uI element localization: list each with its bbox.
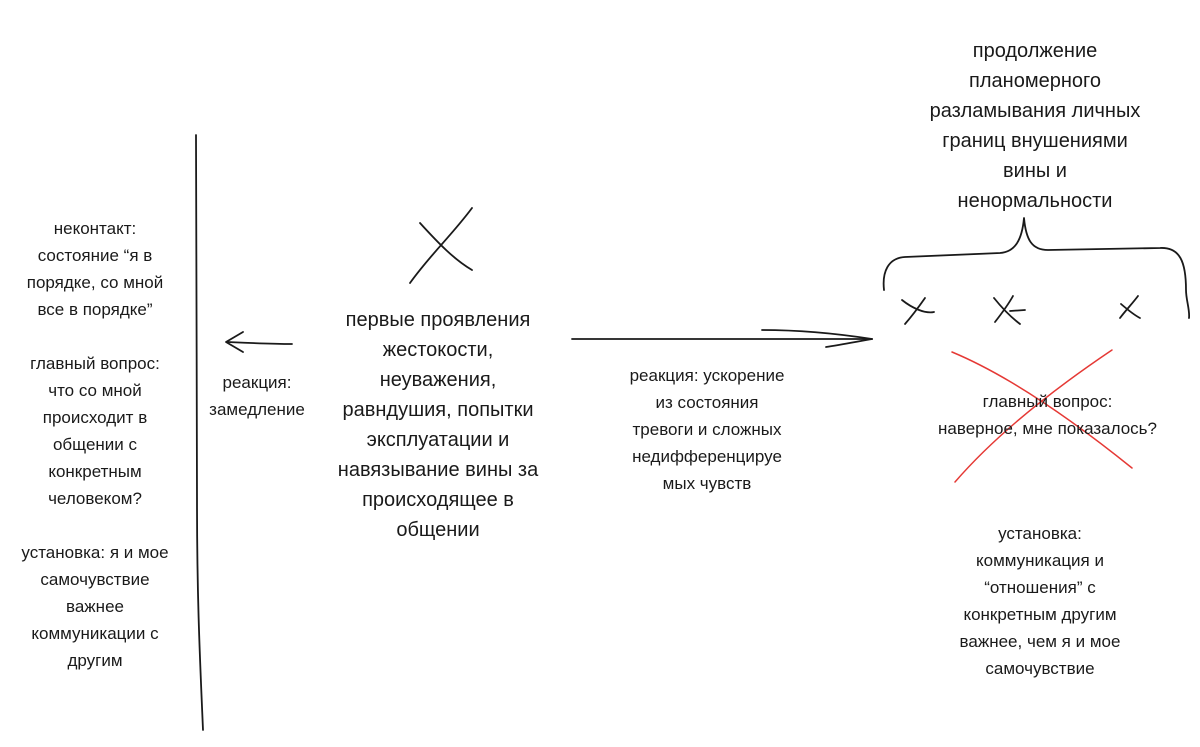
small-cross-1-b [904, 297, 926, 325]
center-cross-stroke-2 [409, 207, 473, 284]
small-cross-1-a [901, 299, 935, 314]
right-arrow-head-lower [825, 338, 873, 348]
left-state-block: неконтакт: состояние “я в порядке, со мн… [21, 219, 169, 670]
left-arrow-head [225, 331, 244, 353]
curly-brace [882, 217, 1191, 319]
small-cross-2-b [994, 295, 1014, 323]
brace-label-text: продолжение планомерного разламывания ли… [929, 40, 1141, 212]
small-cross-3-a [1120, 303, 1141, 319]
vertical-divider-line [195, 134, 204, 731]
first-manifestations-text: первые проявления жестокости, неуважения… [337, 309, 539, 541]
reaction-slowdown-label: реакция: замедление [209, 373, 305, 419]
small-cross-2-tail [1009, 309, 1026, 312]
crossed-main-question: главный вопрос: наверное, мне показалось… [938, 392, 1157, 438]
center-cross-stroke-1 [419, 222, 473, 271]
right-attitude-block: установка: коммуникация и “отношения” с … [959, 524, 1121, 678]
small-cross-3-b [1119, 295, 1139, 319]
right-arrow-head-upper [761, 329, 873, 340]
reaction-acceleration-label: реакция: ускорение из состояния тревоги … [629, 366, 785, 493]
left-arrow-shaft [227, 341, 293, 345]
small-cross-2-a [993, 297, 1021, 325]
